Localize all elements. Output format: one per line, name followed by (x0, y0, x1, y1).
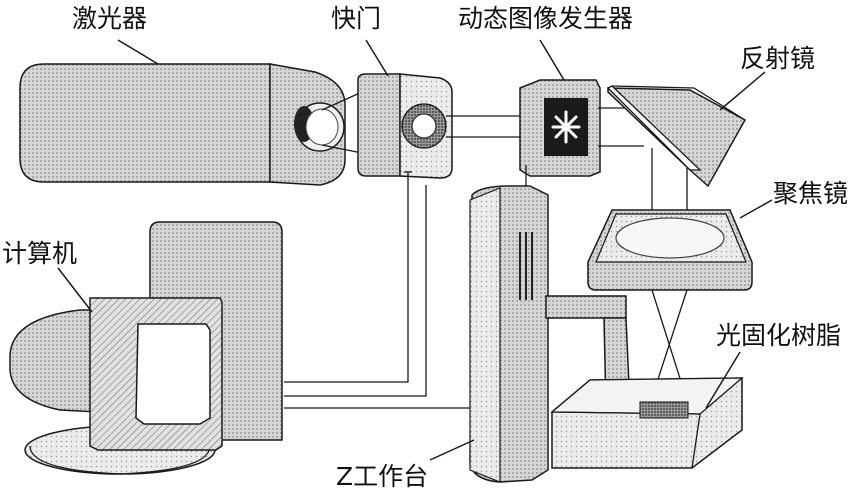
dmd-device (519, 79, 601, 177)
label-z-stage: Z工作台 (336, 462, 429, 491)
label-resin: 光固化树脂 (716, 321, 842, 350)
mirror-device (606, 85, 747, 188)
star-pattern-icon (551, 110, 581, 144)
shutter-device (357, 73, 453, 179)
computer-device (9, 221, 283, 475)
z-stage-device (469, 185, 631, 483)
shutter-beam-lines (446, 115, 522, 138)
label-mirror: 反射镜 (740, 44, 816, 73)
label-shutter: 快门 (331, 4, 382, 33)
resin-vat-device (550, 377, 744, 469)
label-laser: 激光器 (72, 4, 148, 33)
label-computer: 计算机 (2, 239, 78, 268)
label-leader-lines (57, 39, 773, 461)
label-dmd: 动态图像发生器 (458, 4, 634, 33)
laser-beam-lines (321, 91, 363, 154)
laser-device (19, 63, 346, 186)
label-focusing-lens: 聚焦镜 (773, 179, 849, 208)
focusing-lens-device (587, 209, 753, 291)
